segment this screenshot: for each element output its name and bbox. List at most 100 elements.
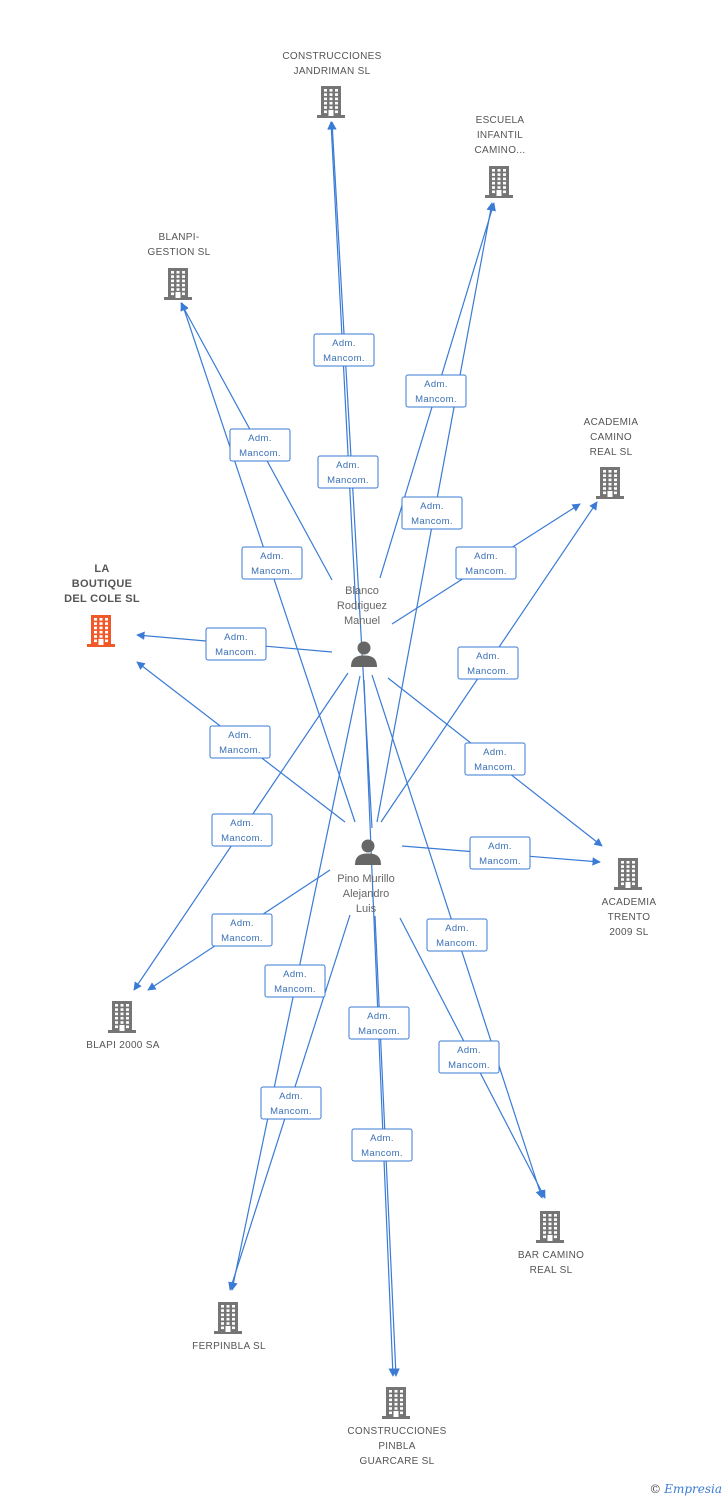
relation-label-blanco-jandriman[interactable]: Adm.Mancom. — [313, 333, 375, 367]
relation-text: Adm. — [445, 923, 469, 934]
relation-box — [426, 918, 488, 952]
relation-label-pino-boutique[interactable]: Adm.Mancom. — [209, 725, 271, 759]
building-icon — [214, 1302, 242, 1334]
relation-text: Adm. — [476, 651, 500, 662]
relation-text: Adm. — [230, 918, 254, 929]
relation-labels-layer: Adm. Mancom. Adm. Mancom. Adm. Mancom. Adm. Man… — [205, 333, 531, 1162]
person-label: Alejandro — [343, 888, 389, 900]
relation-text: Mancom. — [415, 394, 457, 405]
relation-box — [211, 813, 273, 847]
relation-text: Adm. — [457, 1045, 481, 1056]
company-node-jandriman[interactable]: CONSTRUCCIONES JANDRIMAN SL — [282, 51, 381, 118]
relation-box — [205, 627, 267, 661]
relation-text: Adm. — [332, 338, 356, 349]
company-label: ESCUELA — [476, 115, 525, 126]
building-icon — [317, 86, 345, 118]
relation-text: Adm. — [260, 551, 284, 562]
company-label: LA — [94, 563, 109, 575]
company-label: 2009 SL — [609, 927, 648, 938]
company-label: REAL SL — [590, 447, 633, 458]
relation-box — [241, 546, 303, 580]
relation-text: Adm. — [224, 632, 248, 643]
company-node-pinbla[interactable]: CONSTRUCCIONES PINBLA GUARCARE SL — [347, 1387, 446, 1467]
relation-label-pino-pinbla[interactable]: Adm. Mancom. — [351, 1128, 413, 1162]
company-label: PINBLA — [378, 1441, 415, 1452]
relation-text: Adm. — [228, 730, 252, 741]
relation-label-pino-academia_camino[interactable]: Adm.Mancom. — [457, 646, 519, 680]
relation-label-blanco-trento[interactable]: Adm.Mancom. — [464, 742, 526, 776]
relation-label-blanco-ferpinbla[interactable]: Adm.Mancom. — [264, 964, 326, 998]
relation-label-blanco-academia_camino[interactable]: Adm.Mancom. — [455, 546, 517, 580]
company-label: BLANPI- — [158, 232, 199, 243]
relation-label-pino-trento[interactable]: Adm. Mancom. — [469, 836, 531, 870]
building-icon — [614, 858, 642, 890]
relation-label-pino-escuela[interactable]: Adm. Mancom. — [401, 496, 463, 530]
relation-box — [211, 913, 273, 947]
building-icon — [536, 1211, 564, 1243]
company-label: JANDRIMAN SL — [294, 66, 371, 77]
relation-label-blanco-escuela[interactable]: Adm.Mancom. — [405, 374, 467, 408]
relation-text: Mancom. — [221, 833, 263, 844]
relation-text: Adm. — [420, 501, 444, 512]
relation-box — [455, 546, 517, 580]
relation-text: Adm. — [336, 460, 360, 471]
company-label: CONSTRUCCIONES — [282, 51, 381, 62]
relation-text: Mancom. — [361, 1148, 403, 1159]
company-label: REAL SL — [530, 1265, 573, 1276]
relation-label-pino-ferpinbla[interactable]: Adm.Mancom. — [260, 1086, 322, 1120]
relation-label-blanco-blapi[interactable]: Adm. Mancom. — [211, 813, 273, 847]
relation-box — [405, 374, 467, 408]
relation-text: Adm. — [248, 433, 272, 444]
relation-text: Mancom. — [479, 856, 521, 867]
edges-layer — [133, 121, 603, 1377]
relation-label-blanco-pinbla[interactable]: Adm.Mancom. — [348, 1006, 410, 1040]
person-label: Blanco — [345, 585, 379, 597]
building-icon — [382, 1387, 410, 1419]
relation-label-blanco-boutique[interactable]: Adm.Mancom. — [205, 627, 267, 661]
relation-text: Adm. — [370, 1133, 394, 1144]
company-node-blapi[interactable]: BLAPI 2000 SA — [86, 1001, 159, 1051]
relation-box — [229, 428, 291, 462]
relation-label-pino-blanpi[interactable]: Adm. Mancom. — [241, 546, 303, 580]
relation-text: Adm. — [488, 841, 512, 852]
relation-text: Adm. — [483, 747, 507, 758]
person-label: Manuel — [344, 615, 380, 627]
relation-box — [464, 742, 526, 776]
relation-text: Mancom. — [270, 1106, 312, 1117]
company-label: CONSTRUCCIONES — [347, 1426, 446, 1437]
relation-text: Adm. — [474, 551, 498, 562]
company-label: DEL COLE SL — [64, 593, 140, 605]
relation-box — [348, 1006, 410, 1040]
building-icon — [485, 166, 513, 198]
relation-text: Mancom. — [251, 566, 293, 577]
relation-label-blanco-bar[interactable]: Adm.Mancom. — [426, 918, 488, 952]
company-label: BAR CAMINO — [518, 1250, 584, 1261]
relation-label-pino-bar[interactable]: Adm.Mancom. — [438, 1040, 500, 1074]
relation-box — [438, 1040, 500, 1074]
relation-box — [469, 836, 531, 870]
building-icon-highlighted — [87, 615, 115, 647]
relation-box — [313, 333, 375, 367]
person-label: Pino Murillo — [337, 873, 394, 885]
brand-watermark: ©Empresia — [649, 1482, 722, 1496]
company-label: GUARCARE SL — [360, 1456, 435, 1467]
building-icon — [596, 467, 624, 499]
company-node-blanpi[interactable]: BLANPI-GESTION SL — [147, 232, 210, 300]
relation-box — [209, 725, 271, 759]
relation-text: Mancom. — [411, 516, 453, 527]
company-node-escuela[interactable]: ESCUELAINFANTILCAMINO... — [474, 115, 525, 198]
relation-text: Adm. — [230, 818, 254, 829]
person-icon — [355, 839, 381, 865]
company-node-bar[interactable]: BAR CAMINO REAL SL — [518, 1211, 584, 1276]
relation-label-pino-jandriman[interactable]: Adm.Mancom. — [317, 455, 379, 489]
relation-label-pino-blapi[interactable]: Adm.Mancom. — [211, 913, 273, 947]
relation-label-blanco-blanpi[interactable]: Adm.Mancom. — [229, 428, 291, 462]
company-node-ferpinbla[interactable]: FERPINBLA SL — [192, 1302, 266, 1352]
relation-text: Adm. — [283, 969, 307, 980]
